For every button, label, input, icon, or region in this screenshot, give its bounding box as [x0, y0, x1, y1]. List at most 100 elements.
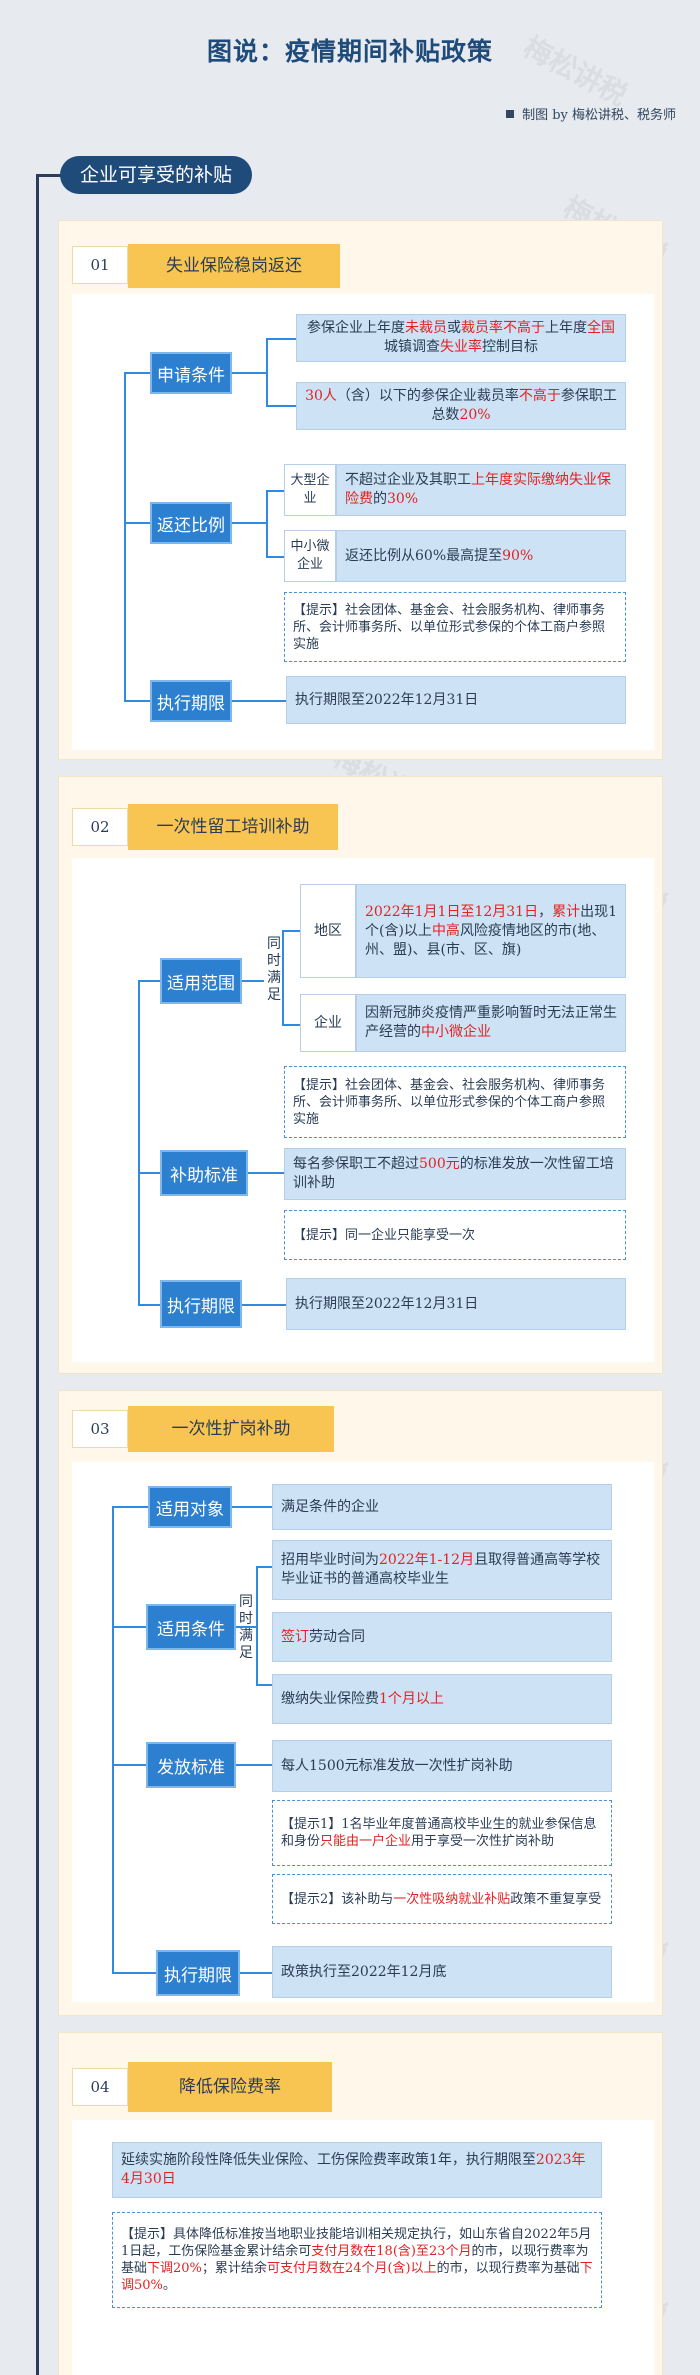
enterprise-label: 企业: [300, 994, 356, 1052]
connector: [138, 1172, 160, 1174]
connector: [232, 372, 266, 374]
small-enterprise-label: 中小微企业: [284, 530, 336, 582]
highlight: 失业率: [440, 339, 482, 355]
region-condition: 2022年1月1日至12月31日，累计出现1个(含)以上中高风险疫情地区的市(地…: [356, 884, 626, 978]
note-box: 【提示】具体降低标准按当地职业技能培训相关规定执行，如山东省自2022年5月1日…: [112, 2212, 602, 2308]
condition-contract: 签订劳动合同: [272, 1612, 612, 1662]
connector: [138, 980, 140, 1306]
page-title: 图说：疫情期间补贴政策: [206, 37, 493, 66]
connector: [248, 1172, 284, 1174]
text: 【提示1】1名毕业年度普通高校毕业生的就业参保信息和身份: [281, 1817, 597, 1849]
condition-1: 参保企业上年度未裁员或裁员率不高于上年度全国城镇调查失业率控制目标: [296, 314, 626, 362]
text: 参保职工总数: [431, 388, 617, 423]
execution-period-label: 执行期限: [156, 1950, 240, 1996]
text: 出现1个(含)以上: [365, 903, 617, 939]
connector: [112, 1626, 146, 1628]
connector: [124, 372, 126, 702]
connector: [124, 372, 150, 374]
section-pill: 企业可享受的补贴: [60, 156, 252, 194]
highlight: 30%: [387, 491, 419, 507]
conditions-label: 适用条件: [146, 1604, 236, 1650]
section-3-title: 一次性扩岗补助: [128, 1406, 334, 1452]
text: 【提示2】该补助与: [281, 1891, 394, 1907]
text: ；累计结余: [201, 2261, 267, 2276]
text: 且取得普通高等学校毕业证书的普通高校毕业生: [281, 1552, 601, 1587]
connector: [232, 1506, 272, 1508]
highlight: 只能由一户企业: [320, 1834, 412, 1849]
note-box: 【提示】同一企业只能享受一次: [284, 1210, 626, 1260]
text: 参保企业上年度: [307, 320, 405, 336]
connector: [112, 1764, 146, 1766]
highlight: 中高: [431, 922, 460, 939]
text: 。: [162, 2278, 176, 2293]
square-bullet-icon: [506, 110, 515, 118]
highlight: 未裁员: [405, 320, 447, 336]
subsidy-standard-text: 每名参保职工不超过500元的标准发放一次性留工培训补助: [284, 1148, 626, 1200]
section-1-number: 01: [72, 246, 128, 284]
highlight: 裁员率不高于: [461, 320, 545, 336]
note-box: 【提示】社会团体、基金会、社会服务机构、律师事务所、会计师事务所、以单位形式参保…: [284, 1066, 626, 1138]
return-ratio-label: 返还比例: [150, 502, 232, 544]
highlight: 支付月数在18(含)至23个月: [311, 2244, 472, 2259]
timeline-stub: [36, 174, 66, 177]
enterprise-condition: 因新冠肺炎疫情严重影响暂时无法正常生产经营的中小微企业: [356, 994, 626, 1052]
note-box-1: 【提示1】1名毕业年度普通高校毕业生的就业参保信息和身份只能由一户企业用于享受一…: [272, 1800, 612, 1866]
execution-period-label: 执行期限: [150, 680, 232, 722]
text: （含）以下的参保企业裁员率: [336, 388, 519, 404]
connector: [124, 522, 150, 524]
highlight: 2023年4月30日: [121, 2152, 586, 2187]
highlight: 20%: [459, 407, 491, 423]
rate-reduction-text: 延续实施阶段性降低失业保险、工伤保险费率政策1年，执行期限至2023年4月30日: [112, 2142, 602, 2198]
target-label: 适用对象: [148, 1486, 232, 1528]
connector: [266, 338, 268, 406]
highlight: 2022年1月1日至12月31日: [365, 903, 539, 920]
connector: [242, 1304, 286, 1306]
text: 缴纳失业保险费: [281, 1690, 379, 1707]
section-4-number: 04: [72, 2068, 128, 2106]
connector: [112, 1506, 114, 1972]
connector: [282, 930, 284, 1026]
text: 的标准发放一次性留工培训补助: [293, 1156, 614, 1191]
highlight: 500元: [419, 1156, 460, 1172]
credit-line: 制图 by 梅松讲税、税务师: [506, 104, 676, 123]
highlight: 下调50%: [121, 2261, 593, 2293]
execution-period-label: 执行期限: [160, 1280, 242, 1328]
text: ，: [538, 903, 553, 920]
highlight: 中小微企业: [421, 1024, 491, 1040]
region-label: 地区: [300, 884, 356, 978]
text: 因新冠肺炎疫情严重影响暂时无法正常生产经营的: [365, 1005, 617, 1040]
highlight: 30人: [305, 388, 337, 404]
connector: [266, 490, 268, 558]
connector: [138, 980, 160, 982]
connector: [282, 930, 300, 932]
target-text: 满足条件的企业: [272, 1484, 612, 1530]
connector: [256, 1684, 272, 1686]
credit-text: 制图 by 梅松讲税、税务师: [522, 108, 676, 123]
text: 不超过企业及其职工: [345, 472, 471, 488]
both-conditions-note: 同时满足: [267, 936, 281, 1003]
highlight: 一次性吸纳就业补贴: [393, 1891, 511, 1907]
text: 风险疫情地区的市(地、州、盟)、县(市、区、旗): [365, 922, 606, 958]
connector: [112, 1972, 156, 1974]
connector: [232, 700, 286, 702]
connector: [232, 1626, 256, 1628]
execution-period-text: 政策执行至2022年12月底: [272, 1946, 612, 1998]
highlight: 1个月以上: [379, 1690, 444, 1707]
highlight: 2022年1-12月: [379, 1552, 475, 1568]
subsidy-standard-label: 补助标准: [160, 1150, 248, 1196]
highlight: 全国: [587, 320, 615, 336]
condition-graduates: 招用毕业时间为2022年1-12月且取得普通高等学校毕业证书的普通高校毕业生: [272, 1540, 612, 1600]
execution-period-text: 执行期限至2022年12月31日: [286, 1278, 626, 1330]
apply-conditions-label: 申请条件: [150, 352, 232, 394]
small-enterprise-ratio: 返还比例从60%最高提至90%: [336, 530, 626, 582]
note-box: 【提示】社会团体、基金会、社会服务机构、律师事务所、会计师事务所、以单位形式参保…: [284, 592, 626, 662]
text: 用于享受一次性扩岗补助: [411, 1834, 555, 1849]
text: 每名参保职工不超过: [293, 1156, 419, 1172]
highlight: 可支付月数在24个月(含)以上: [266, 2261, 437, 2276]
text: 上年度: [545, 320, 587, 336]
highlight: 累计: [552, 903, 581, 920]
connector: [282, 1024, 300, 1026]
connector: [266, 490, 284, 492]
text: 劳动合同: [309, 1628, 365, 1645]
text: 【提示】具体降低标准按当地职业技能培训相关规定执行，如山东省自2022年5月1日…: [121, 2227, 592, 2259]
